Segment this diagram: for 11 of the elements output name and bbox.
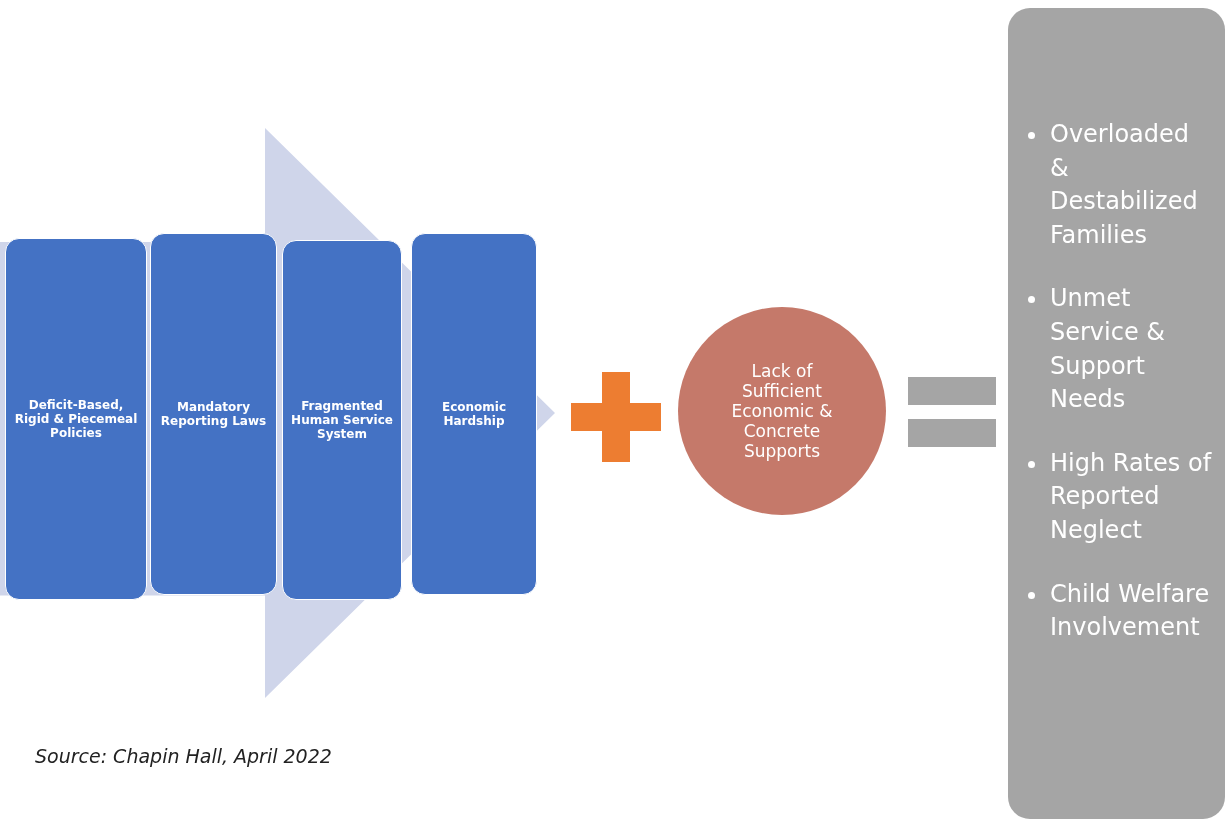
bullet-text: High Rates of Reported Neglect — [1050, 448, 1212, 544]
factor-circle: Lack of Sufficient Economic & Concrete Supports — [678, 307, 886, 515]
factor-box: Fragmented Human Service System — [282, 240, 402, 600]
factor-box: Mandatory Reporting Laws — [150, 233, 277, 595]
bullet-text: Overloaded & Destabilized Families — [1050, 120, 1198, 249]
bullet-text: Child Welfare Involvement — [1050, 579, 1210, 642]
bullet-text: Unmet Service & Support Needs — [1050, 284, 1166, 414]
source-caption: Source: Chapin Hall, April 2022 — [35, 745, 332, 767]
factor-box: Economic Hardship — [411, 233, 537, 595]
result-panel — [1008, 8, 1225, 819]
factor-box: Deficit-Based, Rigid & Piecemeal Policies — [5, 238, 147, 600]
